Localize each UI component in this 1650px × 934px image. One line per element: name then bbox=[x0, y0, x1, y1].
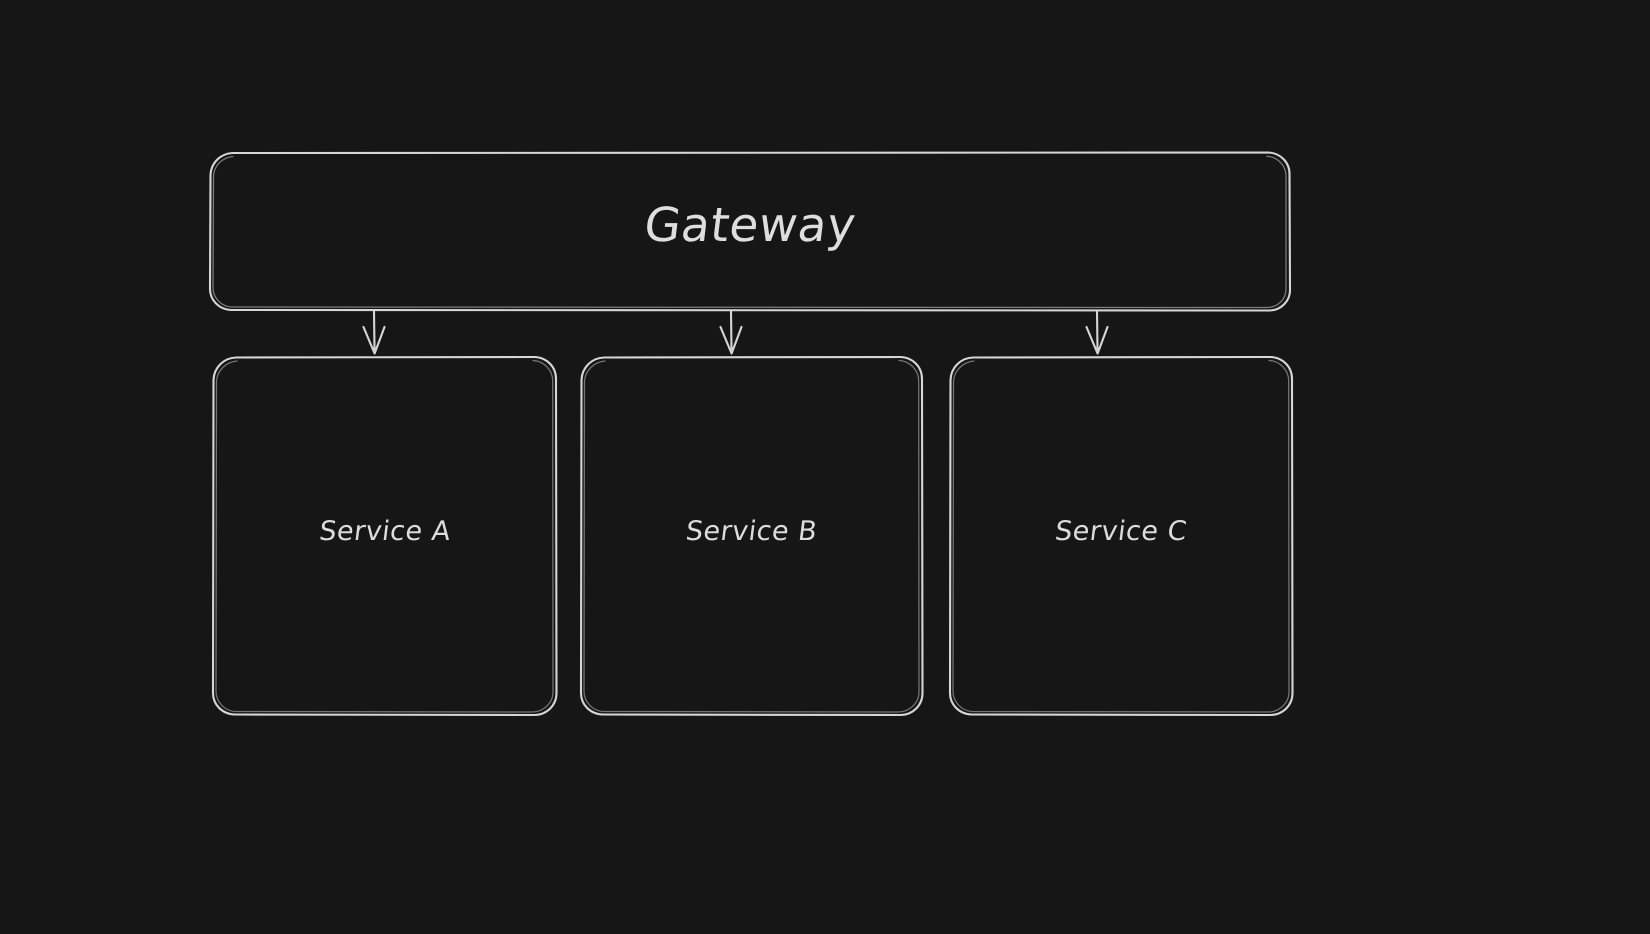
gateway-node-label: Gateway bbox=[641, 198, 860, 253]
service-a-node-label: Service A bbox=[317, 516, 453, 547]
edge-gateway-service-b[interactable] bbox=[719, 309, 743, 355]
service-b-node-label: Service B bbox=[683, 516, 820, 547]
service-b-node-shape[interactable] bbox=[579, 355, 924, 717]
arrowhead-icon bbox=[1085, 325, 1109, 355]
service-c-node-label: Service C bbox=[1053, 516, 1189, 547]
arrowhead-icon bbox=[362, 325, 386, 355]
gateway-node-shape[interactable] bbox=[208, 151, 1292, 312]
arrowhead-icon bbox=[719, 325, 743, 355]
service-c-node-shape[interactable] bbox=[948, 355, 1294, 717]
edge-gateway-service-c[interactable] bbox=[1085, 309, 1109, 355]
edge-gateway-service-a[interactable] bbox=[362, 309, 386, 355]
service-a-node-shape[interactable] bbox=[211, 355, 558, 717]
